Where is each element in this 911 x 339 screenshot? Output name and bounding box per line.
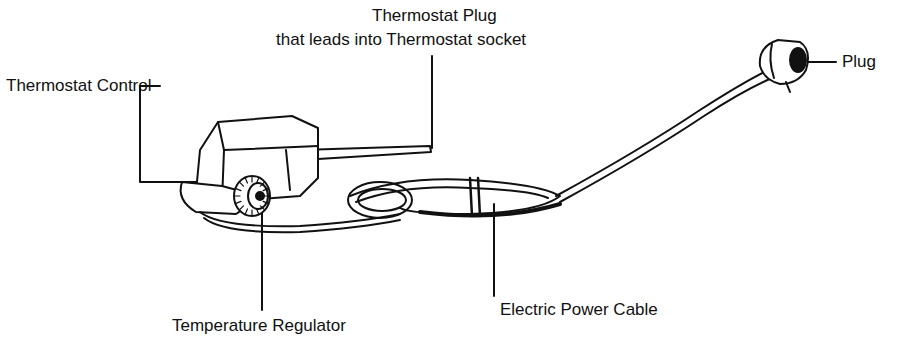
- knurl-stroke: [251, 176, 252, 182]
- regulator-knob: [234, 176, 270, 216]
- part-label: Thermostat Plug: [372, 6, 497, 26]
- knurl-stroke: [257, 178, 259, 184]
- part-label: Temperature Regulator: [172, 316, 346, 336]
- leader-line: [140, 86, 196, 182]
- thermostat-probe: [300, 146, 431, 160]
- knurl-stroke: [260, 206, 264, 210]
- knurl-stroke: [251, 210, 252, 216]
- leader-line: [806, 61, 836, 63]
- part-label: Plug: [842, 52, 876, 72]
- regulator-center: [256, 192, 264, 200]
- part-label: that leads into Thermostat socket: [276, 30, 526, 50]
- part-label: Electric Power Cable: [500, 300, 658, 320]
- plug-edge: [770, 44, 774, 78]
- knurl-stroke: [257, 209, 259, 215]
- mains-plug: [760, 40, 808, 84]
- knurl-stroke: [234, 195, 240, 196]
- knurl-stroke: [264, 195, 270, 196]
- knurl-stroke: [235, 188, 241, 190]
- knurl-stroke: [263, 201, 269, 203]
- cable-coil: [420, 204, 560, 216]
- power-cable: [204, 218, 400, 232]
- cable-coil: [350, 179, 560, 214]
- knurl-stroke: [235, 201, 241, 203]
- power-cable: [556, 70, 768, 196]
- knurl-stroke: [245, 178, 247, 184]
- plug-pin: [786, 82, 790, 92]
- part-label: Thermostat Control: [6, 76, 152, 96]
- power-cable: [560, 78, 772, 202]
- housing-edge: [218, 122, 318, 150]
- knob-knurling: [234, 176, 270, 216]
- cable-tie: [470, 178, 480, 216]
- knurl-stroke: [245, 209, 247, 215]
- leader-line: [493, 204, 495, 296]
- housing-edge: [286, 150, 290, 190]
- knurl-stroke: [239, 206, 243, 210]
- plug-face: [790, 48, 806, 72]
- cable-coil: [356, 187, 548, 202]
- cable-coil: [358, 189, 406, 211]
- knurl-stroke: [263, 188, 269, 190]
- leader-line: [431, 56, 433, 148]
- knurl-stroke: [260, 182, 264, 186]
- knurl-stroke: [239, 182, 243, 186]
